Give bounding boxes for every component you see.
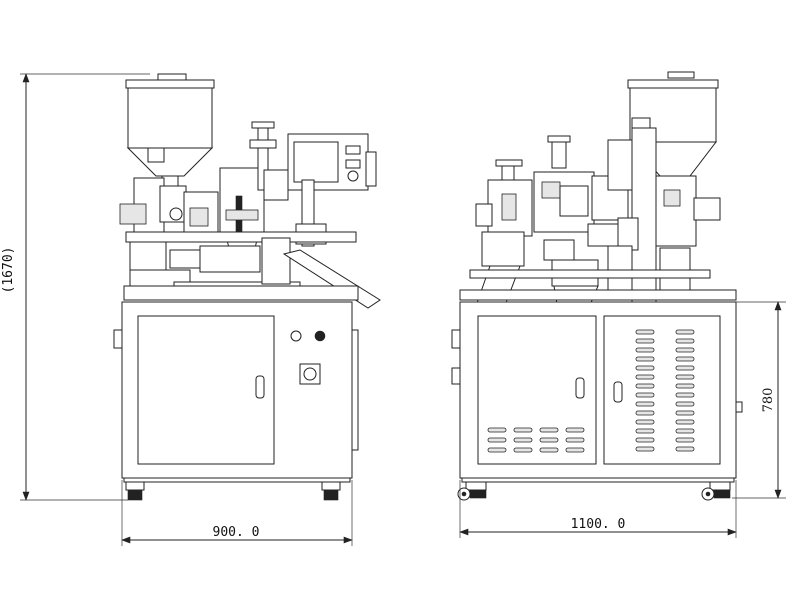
front-hopper	[125, 73, 215, 187]
dimension-cabinet-height: 780	[732, 301, 786, 499]
front-table	[123, 231, 381, 309]
front-width-label: 900. 0	[213, 525, 260, 540]
side-width-label: 1100. 0	[571, 517, 626, 532]
front-view	[113, 73, 381, 501]
overall-height-label: (1670)	[1, 247, 16, 294]
front-control-panel	[287, 133, 377, 247]
dimension-overall-height: (1670)	[1, 73, 150, 501]
front-cabinet	[113, 301, 359, 483]
side-vent-slots-left	[487, 427, 585, 453]
side-cabinet	[451, 301, 743, 483]
front-casters	[125, 481, 341, 501]
side-view	[451, 71, 743, 501]
side-casters	[457, 481, 731, 501]
cabinet-height-label: 780	[761, 388, 776, 413]
dimension-front-width: 900. 0	[121, 480, 353, 546]
side-table	[459, 231, 737, 311]
front-upper-mechanism	[119, 121, 289, 269]
dimension-side-width: 1100. 0	[459, 480, 737, 538]
side-hopper	[627, 71, 719, 177]
side-vent-slots-right	[635, 329, 695, 452]
